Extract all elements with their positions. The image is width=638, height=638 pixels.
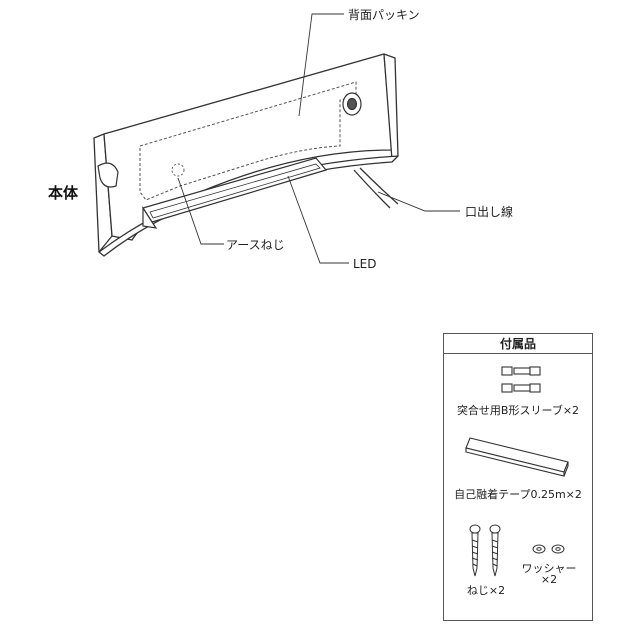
lead-wire-label: 口出し線	[465, 205, 514, 219]
leader-earth-screw	[177, 177, 224, 245]
led-strip	[142, 157, 328, 229]
screw-icons	[469, 524, 501, 577]
tape-label: 自己融着テープ0.25m×2	[454, 488, 582, 501]
lead-wires	[353, 167, 399, 209]
screw-label: ねじ×2	[466, 584, 506, 597]
sleeve-icons	[501, 366, 541, 393]
leader-led	[287, 175, 349, 264]
tape-icon	[465, 437, 569, 477]
back-packing-outline	[139, 81, 357, 201]
main-unit-label: 本体	[48, 184, 79, 202]
leader-lead-wire	[377, 191, 460, 212]
back-packing-label: 背面パッキン	[348, 8, 420, 22]
washer-label: ワッシャー	[521, 562, 577, 575]
mounting-slot-left	[97, 162, 119, 188]
accessories-box: 付属品	[443, 333, 593, 621]
washer-icons	[532, 544, 565, 554]
mounting-hole-right	[342, 92, 362, 116]
earth-screw-label: アースねじ	[226, 238, 285, 252]
accessories-title: 付属品	[444, 334, 592, 354]
led-label: LED	[353, 257, 377, 271]
sleeve-label: 突合せ用B形スリーブ×2	[456, 404, 580, 417]
washer-count: ×2	[540, 573, 558, 586]
earth-screw-hint	[171, 163, 185, 177]
leader-back-packing	[298, 13, 344, 117]
